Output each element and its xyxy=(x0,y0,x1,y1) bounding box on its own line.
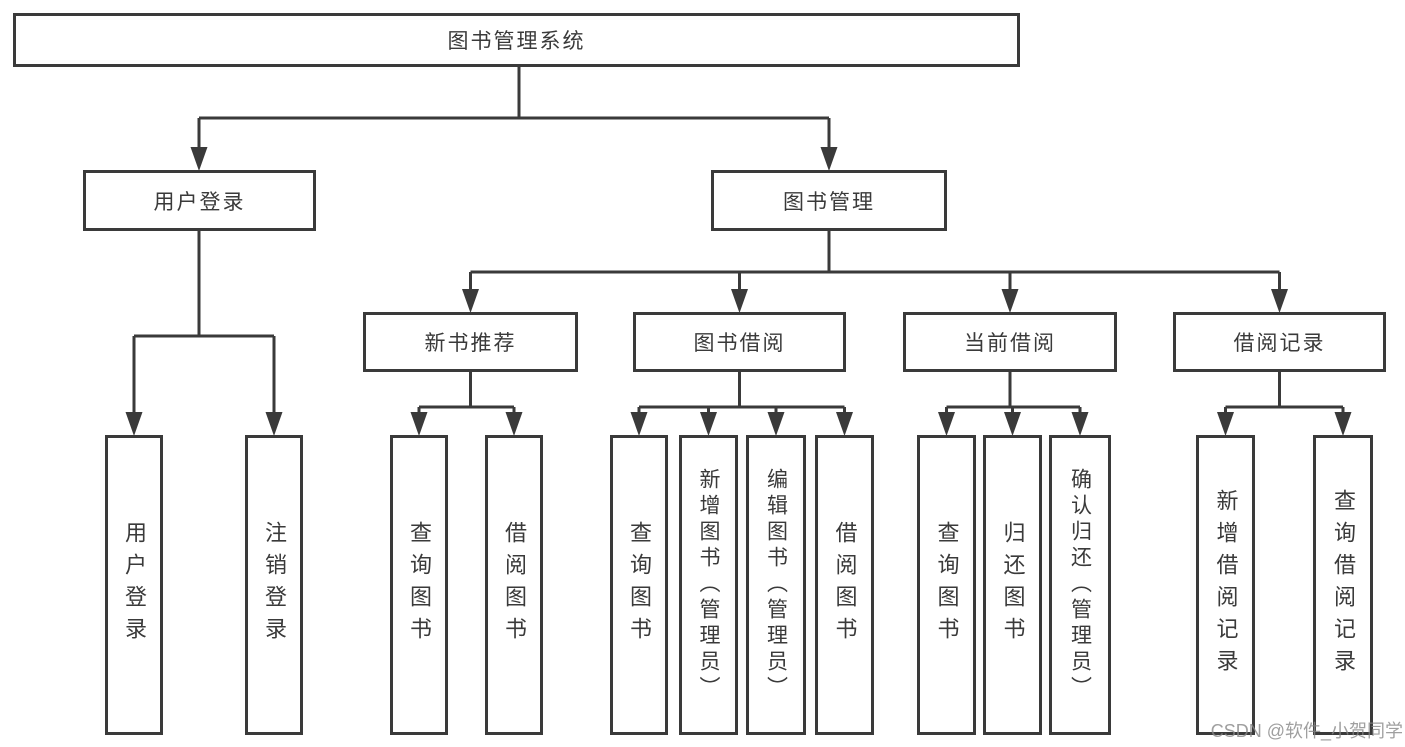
watermark: CSDN @软件_小贺同学 xyxy=(1210,721,1403,741)
leaf-confirm-return-admin: 确认归还（管理员） xyxy=(1049,435,1111,735)
edge-current-borrow xyxy=(938,372,1089,436)
leaf-confirm-return-admin-label: 确认归还（管理员） xyxy=(1068,468,1092,702)
leaf-edit-book-admin: 编辑图书（管理员） xyxy=(746,435,806,735)
leaf-return-book: 归还图书 xyxy=(983,435,1042,735)
leaf-borrow-borrow-book-label: 借阅图书 xyxy=(832,521,858,649)
leaf-add-book-admin: 新增图书（管理员） xyxy=(679,435,738,735)
leaf-logout: 注销登录 xyxy=(245,435,303,735)
leaf-borrow-borrow-book: 借阅图书 xyxy=(815,435,874,735)
node-borrow-records: 借阅记录 xyxy=(1173,312,1386,372)
edge-new-book-rec xyxy=(410,372,523,436)
node-book-mgmt-label: 图书管理 xyxy=(783,190,875,214)
leaf-edit-book-admin-label: 编辑图书（管理员） xyxy=(764,468,788,702)
leaf-logout-label: 注销登录 xyxy=(262,521,287,649)
leaf-newrec-borrow-book: 借阅图书 xyxy=(485,435,543,735)
node-book-borrow-label: 图书借阅 xyxy=(693,332,786,355)
leaf-borrow-query-book-label: 查询图书 xyxy=(627,521,652,649)
node-root: 图书管理系统 xyxy=(13,13,1020,67)
node-current-borrow-label: 当前借阅 xyxy=(964,332,1056,355)
node-book-borrow: 图书借阅 xyxy=(633,312,846,372)
edge-root xyxy=(190,67,838,171)
edge-book-mgmt xyxy=(462,231,1288,313)
leaf-add-borrow-record: 新增借阅记录 xyxy=(1196,435,1255,735)
leaf-query-borrow-record-label: 查询借阅记录 xyxy=(1331,489,1356,681)
node-user-login-label: 用户登录 xyxy=(153,190,246,214)
leaf-return-book-label: 归还图书 xyxy=(1000,521,1026,649)
leaf-user-login-label: 用户登录 xyxy=(122,521,147,649)
edge-borrow-records xyxy=(1217,372,1352,436)
leaf-newrec-query-book-label: 查询图书 xyxy=(407,521,432,649)
node-borrow-records-label: 借阅记录 xyxy=(1233,332,1326,355)
leaf-add-borrow-record-label: 新增借阅记录 xyxy=(1213,489,1239,681)
node-root-label: 图书管理系统 xyxy=(447,30,586,53)
leaf-newrec-query-book: 查询图书 xyxy=(390,435,448,735)
node-new-book-rec-label: 新书推荐 xyxy=(424,332,517,355)
leaf-current-query-book-label: 查询图书 xyxy=(934,521,960,649)
edge-book-borrow xyxy=(630,372,853,436)
leaf-newrec-borrow-book-label: 借阅图书 xyxy=(502,521,527,649)
edge-user-login xyxy=(125,231,283,436)
leaf-user-login: 用户登录 xyxy=(105,435,163,735)
node-book-mgmt: 图书管理 xyxy=(711,170,947,231)
node-new-book-rec: 新书推荐 xyxy=(363,312,578,372)
node-user-login: 用户登录 xyxy=(83,170,316,231)
leaf-add-book-admin-label: 新增图书（管理员） xyxy=(697,468,720,702)
leaf-query-borrow-record: 查询借阅记录 xyxy=(1313,435,1373,735)
leaf-borrow-query-book: 查询图书 xyxy=(610,435,668,735)
leaf-current-query-book: 查询图书 xyxy=(917,435,976,735)
node-current-borrow: 当前借阅 xyxy=(903,312,1117,372)
